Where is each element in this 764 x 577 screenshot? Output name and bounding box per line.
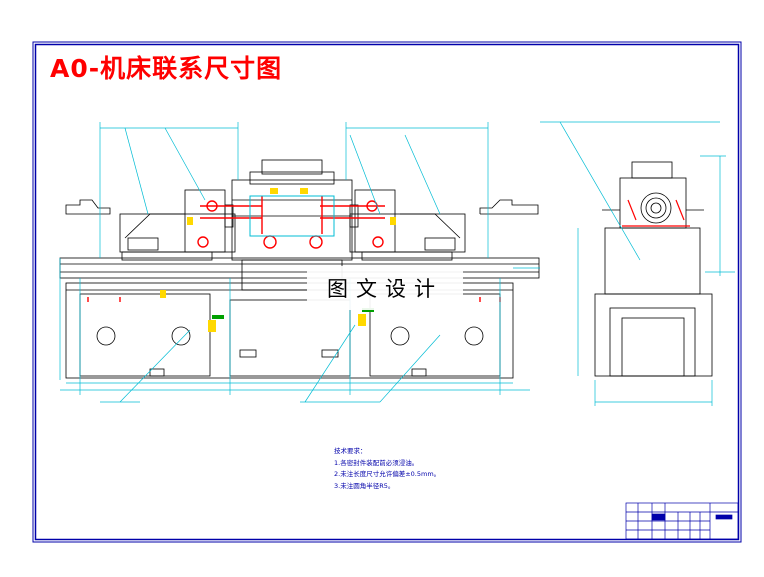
side-view xyxy=(594,161,713,377)
outer-frame xyxy=(32,41,742,543)
side-dimensions xyxy=(540,121,735,406)
inner-frame xyxy=(34,43,740,541)
slide-way xyxy=(59,257,540,279)
side-column xyxy=(594,293,713,377)
watermark-stamp: 图文设计 xyxy=(307,266,463,310)
note-item-1: 1.各密封件装配前必须浸油。 xyxy=(334,458,419,467)
notes-heading: 技术要求： xyxy=(334,447,367,455)
front-view xyxy=(59,159,540,379)
right-head xyxy=(349,213,466,253)
side-hatch xyxy=(622,199,690,227)
title-block xyxy=(625,502,739,540)
note-item-2: 2.未注长度尺寸允许偏差±0.5mm。 xyxy=(334,470,441,478)
left-head xyxy=(119,213,236,253)
dimension-lines xyxy=(59,122,540,403)
technical-notes: 技术要求： 1.各密封件装配前必须浸油。 2.未注长度尺寸允许偏差±0.5mm。… xyxy=(334,446,440,492)
accent-marks xyxy=(160,188,396,332)
bed-base xyxy=(65,282,514,379)
note-item-3: 3.未注圆角半径R5。 xyxy=(334,481,395,490)
drawing-title: A0-机床联系尺寸图 xyxy=(50,54,283,83)
